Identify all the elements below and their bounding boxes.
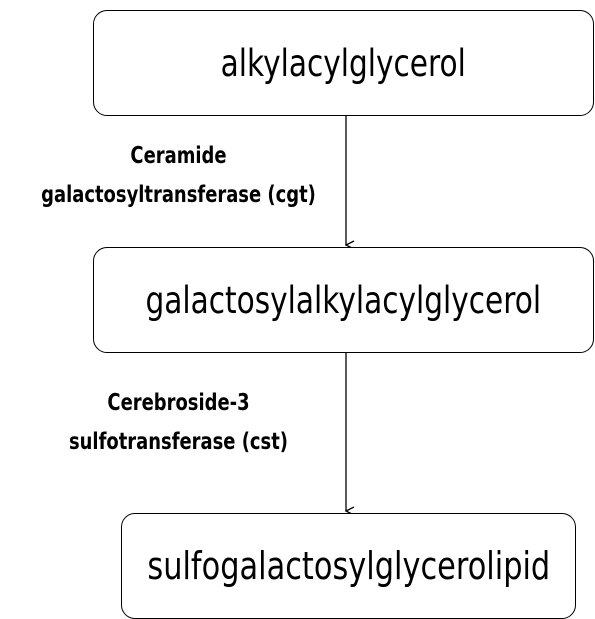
edge-label-line: Cerebroside-3 <box>107 390 250 416</box>
edge-label-cerebroside-sulfotransferase: Cerebroside-3 sulfotransferase (cst) <box>0 384 357 462</box>
node-sulfogalactosylglycerolipid: sulfogalactosylglycerolipid <box>121 513 576 619</box>
node-label: alkylacylglycerol <box>220 41 467 85</box>
node-galactosylalkylacylglycerol: galactosylalkylacylglycerol <box>93 247 594 353</box>
node-label: galactosylalkylacylglycerol <box>145 278 542 322</box>
edge-label-line: sulfotransferase (cst) <box>68 429 289 455</box>
edge-label-line: galactosyltransferase (cgt) <box>41 182 316 208</box>
node-label: sulfogalactosylglycerolipid <box>147 544 550 588</box>
edge-label-line: Ceramide <box>130 143 227 169</box>
node-alkylacylglycerol: alkylacylglycerol <box>93 10 594 116</box>
edge-label-ceramide-galactosyltransferase: Ceramide galactosyltransferase (cgt) <box>0 137 357 215</box>
